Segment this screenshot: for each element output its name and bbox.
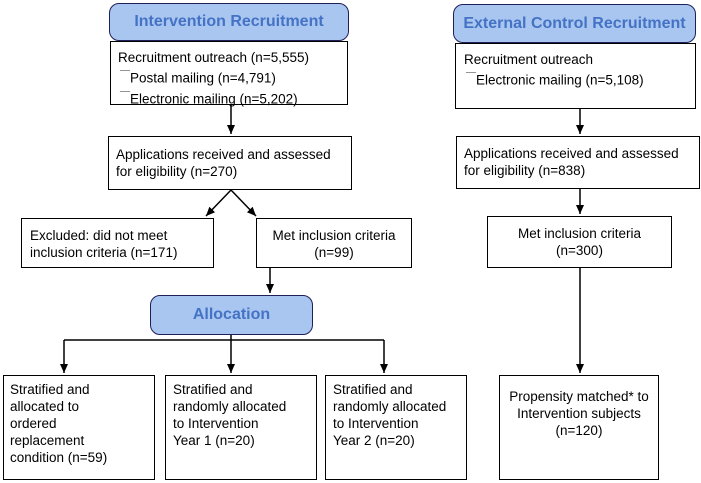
year2-line-1: Stratified and xyxy=(333,382,413,397)
box-intervention-outreach: Recruitment outreach (n=5,555) Postal ma… xyxy=(110,41,348,108)
applications-line-1: Applications received and assessed xyxy=(116,147,331,162)
box-excluded: Excluded: did not meet inclusion criteri… xyxy=(21,218,214,268)
external-applications-line-2: for eligibility (n=838) xyxy=(464,163,586,178)
met-line-1: Met inclusion criteria xyxy=(272,228,396,243)
external-met-line-2: (n=300) xyxy=(556,243,603,258)
arrow-applications-to-met-left xyxy=(230,189,257,217)
ordered-line-1: Stratified and xyxy=(10,382,90,397)
box-external-outreach: Recruitment outreach Electronic mailing … xyxy=(455,43,696,109)
outreach-electronic: Electronic mailing (n=5,202) xyxy=(118,87,347,108)
year2-line-4: Year 2 (n=20) xyxy=(333,433,415,448)
external-outreach-line-1: Recruitment outreach xyxy=(464,52,594,67)
external-applications-line-1: Applications received and assessed xyxy=(464,146,679,161)
box-intervention-met-criteria: Met inclusion criteria (n=99) xyxy=(256,218,412,268)
year2-line-3: to Intervention xyxy=(333,416,419,431)
year1-line-3: to Intervention xyxy=(173,416,259,431)
applications-line-2: for eligibility (n=270) xyxy=(116,164,238,179)
box-allocation-year2: Stratified and randomly allocated to Int… xyxy=(325,375,467,480)
box-intervention-applications: Applications received and assessed for e… xyxy=(108,136,352,190)
external-met-line-1: Met inclusion criteria xyxy=(517,226,642,241)
year1-line-4: Year 1 (n=20) xyxy=(173,433,255,448)
met-line-2: (n=99) xyxy=(314,245,354,260)
year2-line-2: randomly allocated xyxy=(333,399,447,414)
propensity-line-1: Propensity matched* to xyxy=(509,389,649,404)
year1-line-1: Stratified and xyxy=(173,382,253,397)
box-allocation-ordered: Stratified and allocated to ordered repl… xyxy=(3,375,155,480)
ordered-line-5: condition (n=59) xyxy=(10,450,108,465)
box-propensity-matched: Propensity matched* to Intervention subj… xyxy=(499,375,659,480)
header-allocation: Allocation xyxy=(150,295,313,335)
header-external-control-recruitment: External Control Recruitment xyxy=(453,4,696,43)
excluded-line-2: inclusion criteria (n=171) xyxy=(30,245,178,260)
box-allocation-year1: Stratified and randomly allocated to Int… xyxy=(165,375,317,480)
ordered-line-3: ordered xyxy=(10,416,57,431)
outreach-postal: Postal mailing (n=4,791) xyxy=(118,66,347,87)
box-external-applications: Applications received and assessed for e… xyxy=(456,136,700,189)
excluded-line-1: Excluded: did not meet xyxy=(30,228,168,243)
ordered-line-4: replacement xyxy=(10,433,85,448)
arrow-applications-to-excluded xyxy=(205,189,232,217)
external-outreach-electronic: Electronic mailing (n=5,108) xyxy=(464,68,695,89)
box-external-met-criteria: Met inclusion criteria (n=300) xyxy=(487,216,672,268)
header-intervention-recruitment: Intervention Recruitment xyxy=(109,3,349,41)
propensity-line-2: Intervention subjects xyxy=(517,406,641,421)
year1-line-2: randomly allocated xyxy=(173,399,287,414)
outreach-total: Recruitment outreach (n=5,555) xyxy=(118,50,309,65)
ordered-line-2: allocated to xyxy=(10,399,80,414)
propensity-line-3: (n=120) xyxy=(555,423,603,438)
